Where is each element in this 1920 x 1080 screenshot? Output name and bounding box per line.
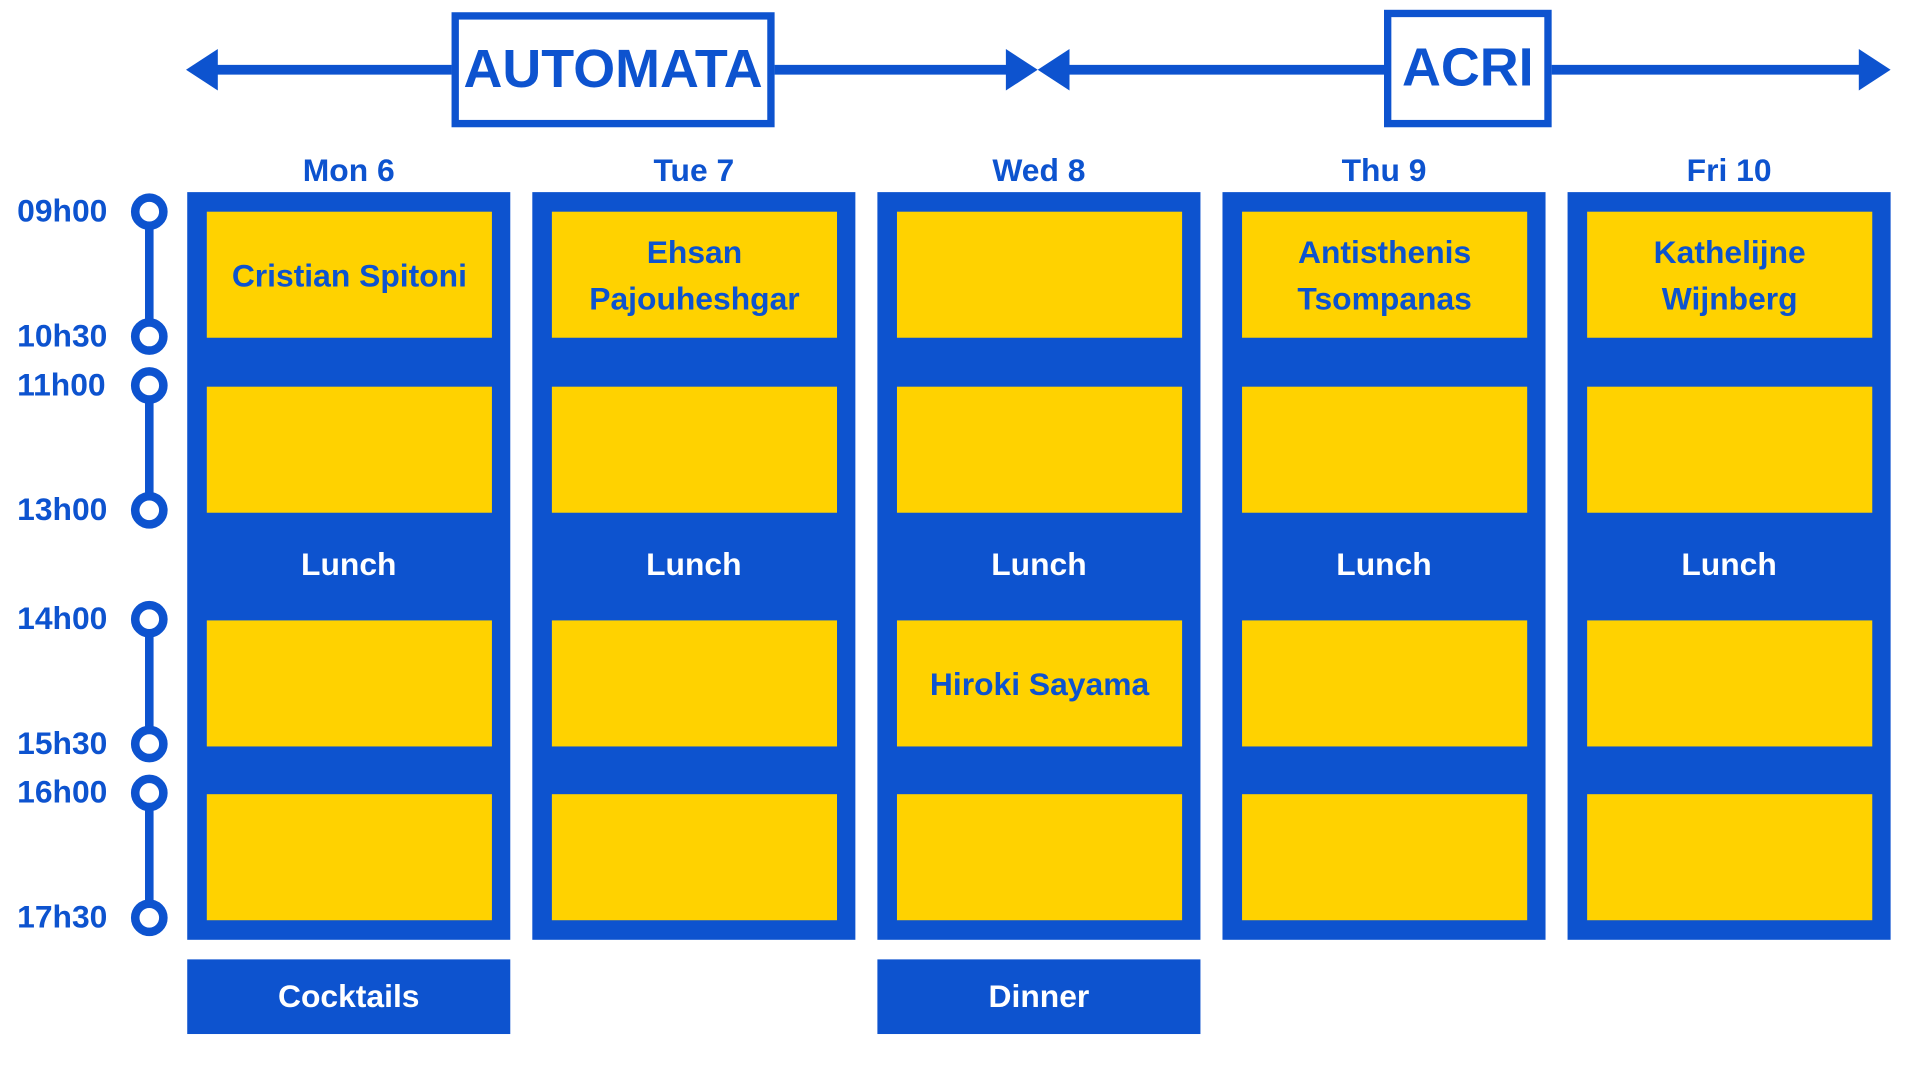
day-column-fri: Kathelijne Wijnberg Lunch [1567,192,1891,940]
arrow-right-icon [1858,48,1891,91]
timeline-node [130,318,168,355]
dinner-label: Dinner [988,977,1090,1015]
session-slot [896,211,1183,338]
time-label: 10h30 [17,316,108,354]
arrow-left-icon [1037,48,1070,91]
lunch-label: Lunch [1336,545,1432,583]
day-header-tue: Tue 7 [653,151,735,189]
session-slot: Antisthenis Tsompanas [1242,211,1528,338]
time-label: 09h00 [17,192,108,229]
arrow-right-icon [1005,48,1038,91]
day-header-wed: Wed 8 [992,151,1086,189]
automata-banner: AUTOMATA [451,12,775,128]
speaker-name: Hiroki Sayama [929,665,1150,702]
arrow-left-icon [186,48,218,91]
session-slot: Ehsan Pajouheshgar [551,211,838,338]
automata-banner-label: AUTOMATA [463,39,763,100]
day-header-thu: Thu 9 [1341,151,1427,189]
acri-banner-label: ACRI [1402,37,1534,98]
time-label: 11h00 [17,365,106,403]
session-slot [551,386,838,513]
timeline-node [130,899,168,937]
time-label: 13h00 [17,490,108,528]
session-slot [1587,386,1873,513]
speaker-name: Cristian Spitoni [231,256,467,294]
session-slot [551,794,838,921]
session-slot [551,620,838,747]
speaker-name: Antisthenis Tsompanas [1297,233,1472,317]
session-slot [206,620,492,747]
timeline-node [130,600,168,638]
day-column-mon: Cristian Spitoni Lunch [187,192,511,940]
lunch-label: Lunch [646,545,742,583]
day-column-thu: Antisthenis Tsompanas Lunch [1222,192,1546,940]
timeline-node [130,491,168,529]
time-label: 14h00 [17,599,108,637]
program-span-arrows [186,48,1891,91]
timeline-node [130,725,168,763]
session-slot [1242,794,1528,921]
dinner-event: Dinner [877,959,1201,1035]
lunch-label: Lunch [1681,545,1777,583]
session-slot [1587,794,1873,921]
acri-banner: ACRI [1384,9,1552,128]
timeline-node [130,367,168,404]
time-label: 15h30 [17,724,108,762]
time-label: 17h30 [17,898,108,935]
cocktails-event: Cocktails [187,959,511,1035]
session-slot [896,794,1183,921]
time-label: 16h00 [17,773,108,811]
timeline-node [130,193,168,231]
cocktails-label: Cocktails [278,977,420,1015]
session-slot: Kathelijne Wijnberg [1587,211,1873,338]
session-slot [206,386,492,513]
session-slot: Cristian Spitoni [206,211,492,338]
day-header-mon: Mon 6 [302,151,395,189]
lunch-label: Lunch [301,545,397,583]
day-header-fri: Fri 10 [1686,151,1772,189]
session-slot [896,386,1183,513]
session-slot [1242,620,1528,747]
day-column-tue: Ehsan Pajouheshgar Lunch [532,192,856,940]
session-slot [1242,386,1528,513]
speaker-name: Ehsan Pajouheshgar [589,233,800,317]
session-slot [1587,620,1873,747]
session-slot: Hiroki Sayama [896,620,1183,747]
timeline-node [130,774,168,812]
day-column-wed: Lunch Hiroki Sayama [877,192,1201,940]
lunch-label: Lunch [991,545,1087,583]
session-slot [206,794,492,921]
speaker-name: Kathelijne Wijnberg [1653,233,1806,317]
timeline [130,193,168,937]
